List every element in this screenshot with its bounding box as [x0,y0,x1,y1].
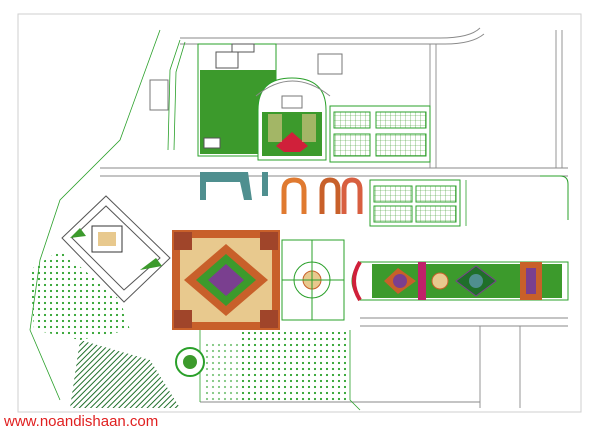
transition-plaza [281,239,345,321]
west-complex [61,195,171,303]
teal-structures [200,172,268,200]
drawing-frame [17,13,582,413]
corner-road [540,175,569,220]
arched-garden [257,77,327,161]
axial-garden [351,260,569,302]
roundabout [175,347,205,377]
parking-blocks [329,105,461,227]
orange-arches [281,177,363,214]
arc-road [255,80,331,97]
watermark-text: www.noandishaan.com [4,413,159,430]
small-buildings [149,53,343,111]
south-west-lawn [30,250,346,408]
central-plaza [172,230,280,330]
